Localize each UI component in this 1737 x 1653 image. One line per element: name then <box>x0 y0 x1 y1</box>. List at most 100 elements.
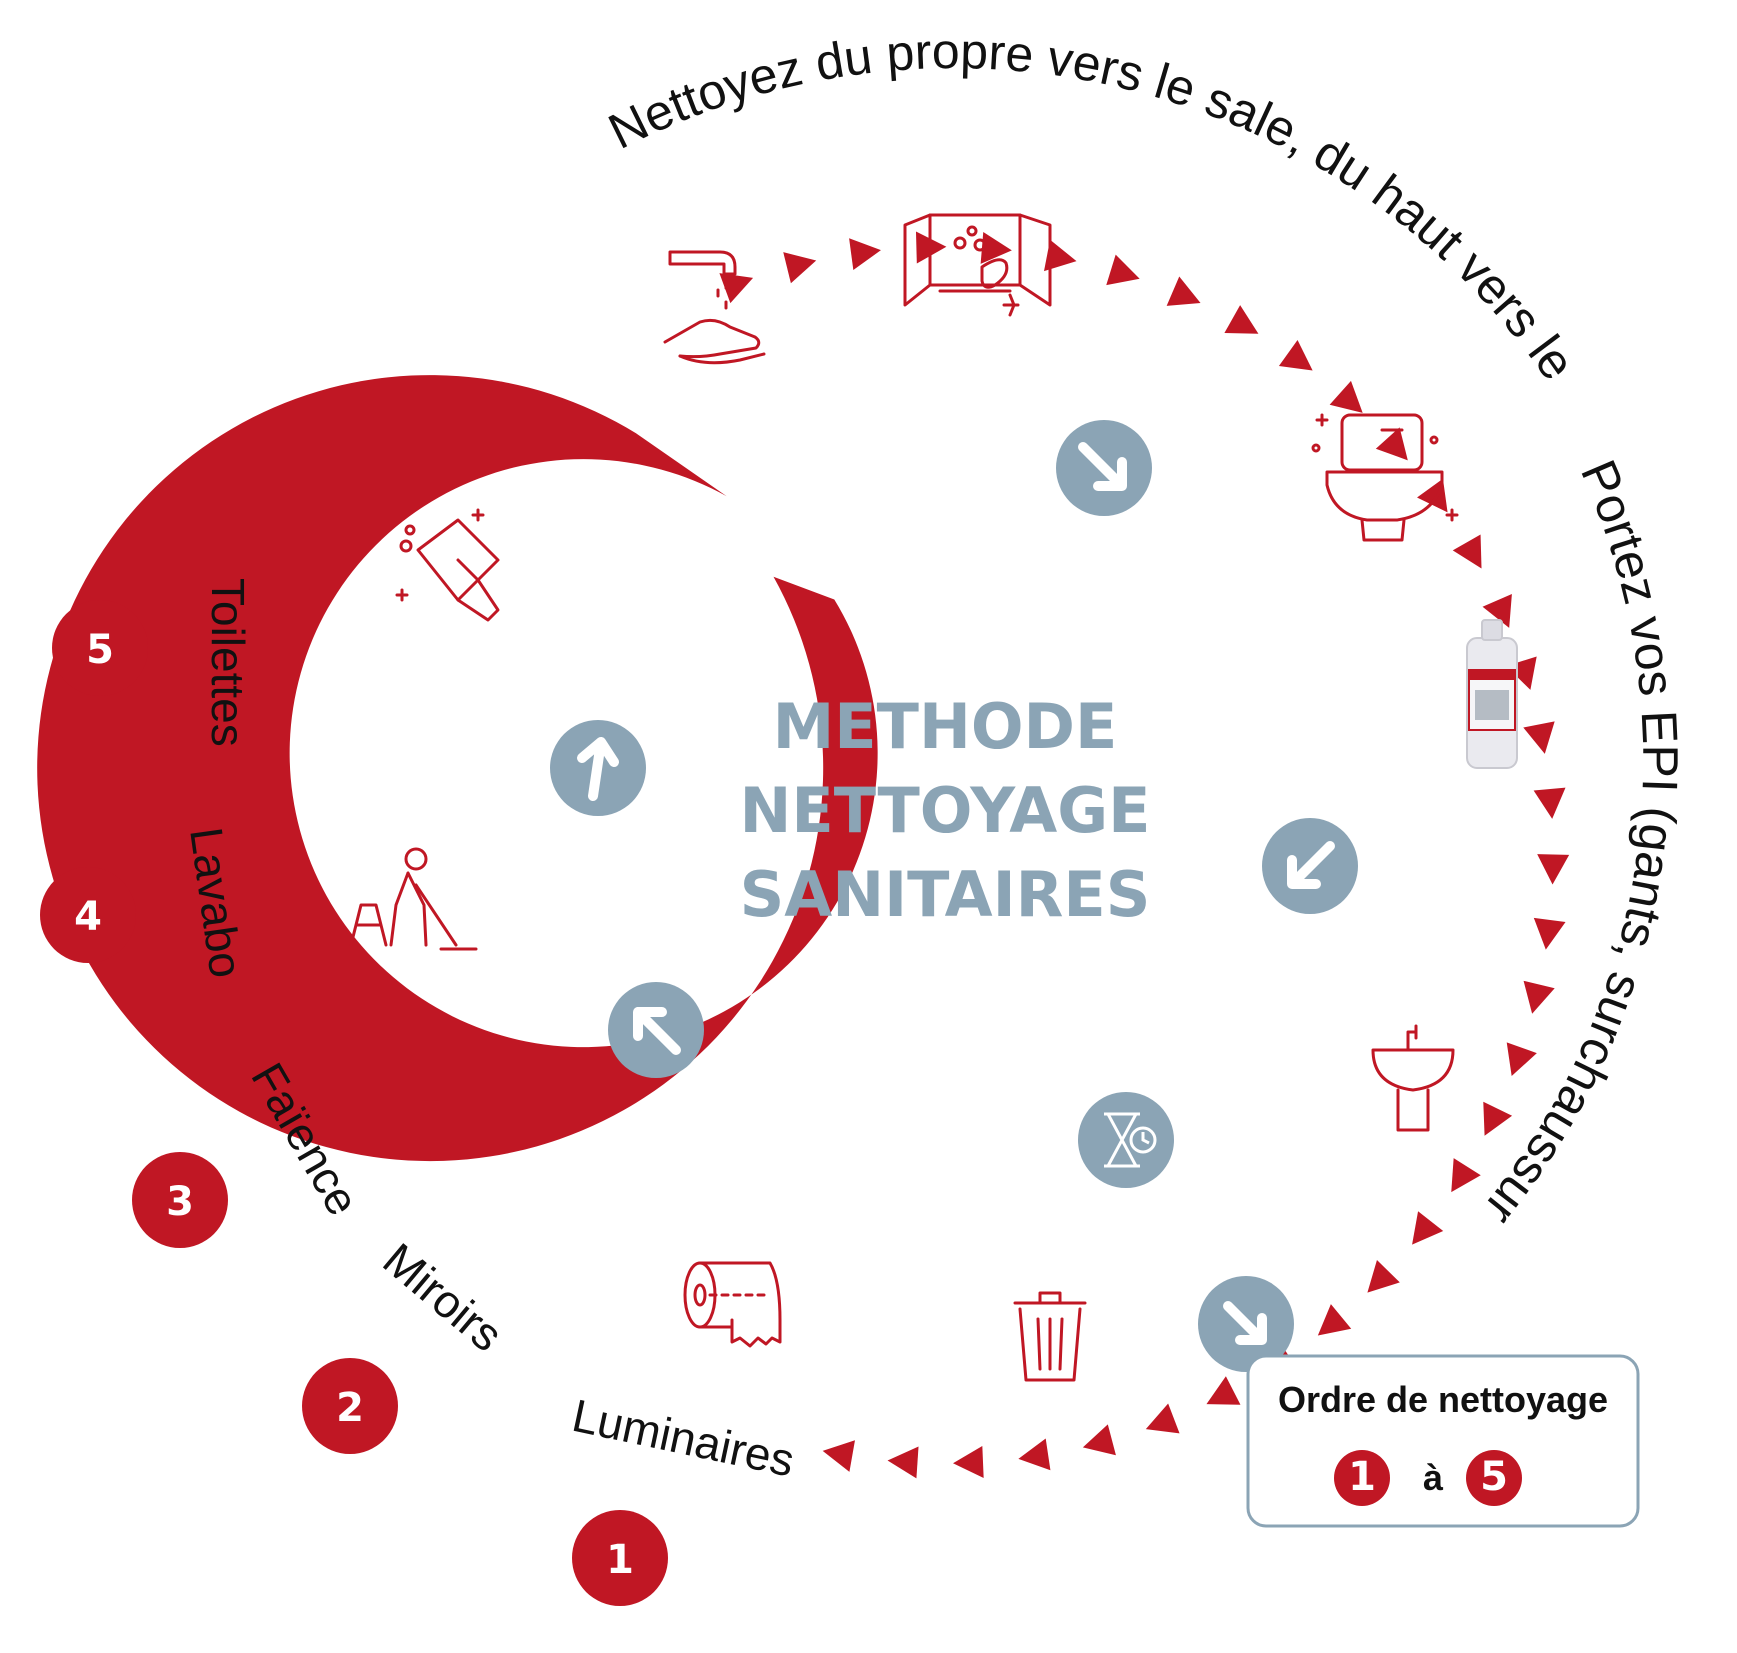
arrow-up-left-icon <box>633 1007 681 1055</box>
top-arc-text: Nettoyez du propre vers le sale, du haut… <box>0 0 1594 401</box>
step-line: CONTACT <box>574 667 663 687</box>
step-line: BROSSE DANS <box>1208 621 1344 641</box>
step-line: POINTS D E <box>564 641 673 661</box>
arrow-chevron <box>783 252 817 284</box>
step-aerer: AERER LA PIECE <box>925 393 1009 439</box>
step-reapprovisionner: REAPPROVISIONNER LES DISTRIBUTEURS Papie… <box>720 1100 916 1224</box>
arrow-chevron <box>1317 1304 1352 1336</box>
arrow-chevron <box>980 231 1012 264</box>
step-line: LES POUBELLES <box>928 1189 1079 1209</box>
legend-from: 1 <box>1348 1454 1376 1500</box>
step-line: LE BALAYAGE <box>525 879 651 899</box>
arrow-chevron <box>1044 239 1077 272</box>
arrow-chevron <box>1206 1376 1241 1405</box>
arrow-down-right-icon <box>1078 442 1127 491</box>
toilet-paper-icon <box>683 1261 782 1348</box>
arrow-chevron <box>1483 1101 1513 1136</box>
arrow-chevron <box>1106 254 1140 286</box>
direction-circle-5 <box>550 720 646 816</box>
step-line: DESINFECTANT <box>1253 750 1397 770</box>
title-line-2: NETTOYAGE <box>740 774 1151 847</box>
direction-circle-outer <box>1198 1276 1294 1372</box>
zone-number: 5 <box>86 627 114 673</box>
step-line: DEPOSER LA <box>1216 595 1336 615</box>
step-laver-mains: SE LAVER LES MAINS <box>751 441 854 487</box>
step-appliquer-1: APPLIQUER LE DETARTRANT DESINFECTANT <box>1253 698 1397 770</box>
hand-wash-icon <box>663 250 766 365</box>
arrow-chevron <box>1451 1158 1481 1193</box>
step-line: Essuie-mains <box>755 1178 881 1198</box>
arrow-chevron <box>1523 721 1555 754</box>
step-essuyer: ESSUYER LES POINTS D E CONTACT <box>555 615 682 687</box>
step-vider: VIDER LES POUBELLES <box>928 1163 1079 1209</box>
zone-label: Luminaires <box>568 1389 799 1487</box>
step-line: LE LAVAGE <box>537 931 639 951</box>
step-line: Savons <box>784 1204 853 1224</box>
arrow-up-icon <box>577 737 619 801</box>
legend-word: à <box>1423 1457 1444 1498</box>
arrow-chevron <box>1018 1438 1051 1471</box>
arrow-chevron <box>1224 305 1259 334</box>
arrow-chevron <box>1082 1424 1116 1456</box>
trash-icon <box>1013 1291 1087 1382</box>
step-line: TIRER LA <box>1175 513 1261 533</box>
step-balayage: EFFECTUER LE BALAYAGE HUMIDE ET LE LAVAG… <box>525 853 651 951</box>
arrow-chevron <box>1533 787 1566 819</box>
zone-1: 1 Luminaires <box>568 1389 799 1606</box>
direction-circle-4 <box>608 982 704 1078</box>
arrow-chevron <box>1367 1260 1400 1293</box>
step-line: LES DISTRIBUTEURS <box>721 1126 914 1146</box>
ring-segment <box>37 375 878 1162</box>
step-line: DETARTRANT <box>1165 1037 1291 1057</box>
zone-number: 3 <box>166 1179 194 1225</box>
step-line: LES MAINS <box>751 467 854 487</box>
direction-circle-3 <box>1078 1092 1174 1188</box>
step-line: Papier Toilette <box>748 1152 887 1172</box>
arrow-chevron <box>1145 1403 1180 1434</box>
arrow-chevron <box>1412 1211 1444 1245</box>
arrow-chevron <box>953 1445 984 1478</box>
direction-circle-1 <box>1056 420 1152 516</box>
toilet-icon <box>1311 413 1459 542</box>
step-tirer-chasse: TIRER LA CHASSE D’EAU <box>1148 513 1288 559</box>
sink-icon <box>1371 1024 1455 1132</box>
arrow-chevron <box>1278 340 1313 371</box>
wipe-icon <box>395 508 500 622</box>
arrow-chevron <box>1452 534 1482 569</box>
center-title: METHODE NETTOYAGE SANITAIRES <box>740 690 1151 931</box>
step-appliquer-2: APPLIQUER LE DETARTRANT DESINFECTANT <box>1156 1011 1300 1083</box>
step-line: RINCER LE <box>1235 947 1334 967</box>
zone-label: Miroirs <box>374 1233 513 1362</box>
step-line: SE LAVER <box>758 441 848 461</box>
step-line: ESSUYER LES <box>555 615 682 635</box>
cleaning-ring <box>37 375 878 1162</box>
arrow-chevron <box>1533 917 1566 950</box>
arrow-down-left-icon <box>1287 841 1335 889</box>
step-line: APPLIQUER LE <box>1160 1011 1297 1031</box>
arrow-down-right-icon <box>1223 1301 1267 1345</box>
arrow-chevron <box>1482 593 1512 628</box>
step-line: APPLIQUER LE <box>1257 698 1394 718</box>
step-line: HUMIDE ET <box>535 905 642 925</box>
step-rincer: RINCER LE LAVABO <box>1235 947 1334 993</box>
legend-to: 5 <box>1480 1454 1508 1500</box>
title-line-1: METHODE <box>773 690 1118 763</box>
arrow-chevron <box>719 273 754 304</box>
hourglass-icon <box>1104 1112 1157 1168</box>
step-line: REAPPROVISIONNER <box>720 1100 916 1120</box>
arrow-chevron <box>1523 980 1555 1014</box>
title-line-3: SANITAIRES <box>740 858 1151 931</box>
arrow-chevron <box>822 1440 855 1472</box>
zone-number: 2 <box>336 1385 364 1431</box>
bottle-icon <box>1466 619 1518 769</box>
arrow-chevron <box>1329 380 1363 413</box>
legend-title: Ordre de nettoyage <box>1278 1379 1608 1420</box>
step-line: EFFECTUER <box>533 853 642 873</box>
arrow-chevron <box>849 238 881 270</box>
direction-circle-2 <box>1262 818 1358 914</box>
arrow-chevron <box>1506 1042 1537 1077</box>
zone-number: 1 <box>606 1537 634 1583</box>
arrow-chevron <box>1375 427 1408 461</box>
zone-2: 2 Miroirs <box>302 1233 513 1454</box>
